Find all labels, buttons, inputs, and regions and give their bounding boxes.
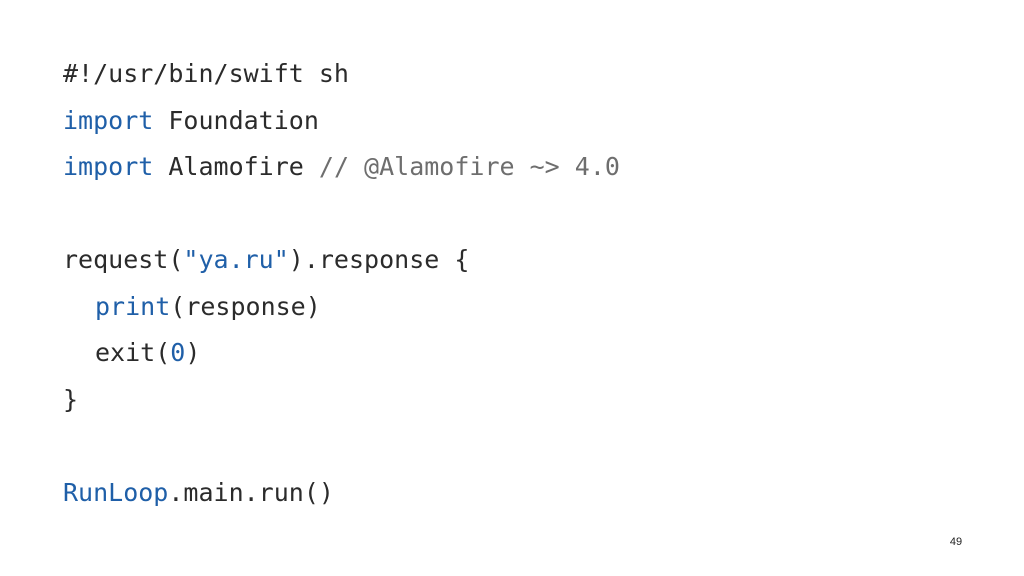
version-comment: // @Alamofire ~> 4.0	[318, 152, 620, 181]
request-call: request(	[63, 245, 184, 274]
module-alamofire: Alamofire	[153, 152, 319, 181]
code-line-import-foundation: import Foundation	[63, 101, 620, 148]
code-line-exit: exit(0)	[63, 333, 620, 380]
shebang-text: #!/usr/bin/swift sh	[63, 59, 349, 88]
import-keyword: import	[63, 105, 154, 135]
code-line-request: request("ya.ru").response {	[63, 240, 620, 287]
code-line-runloop: RunLoop.main.run()	[63, 473, 620, 520]
page-number: 49	[949, 536, 963, 548]
closing-brace: }	[63, 384, 79, 414]
code-line-shebang: #!/usr/bin/swift sh	[63, 54, 620, 101]
print-function: print	[95, 291, 171, 321]
code-line-blank	[63, 426, 620, 473]
code-line-blank	[63, 194, 620, 241]
exit-code-literal: 0	[170, 338, 186, 367]
code-line-close-brace: }	[63, 380, 620, 427]
code-line-import-alamofire: import Alamofire // @Alamofire ~> 4.0	[63, 147, 620, 194]
exit-close-paren: )	[185, 338, 201, 367]
runloop-type: RunLoop	[63, 477, 169, 507]
code-block: #!/usr/bin/swift sh import Foundation im…	[63, 54, 620, 519]
runloop-main-run: .main.run()	[168, 477, 334, 507]
exit-call: exit(	[95, 338, 171, 367]
print-arguments: (response)	[170, 291, 321, 321]
code-line-print: print(response)	[63, 287, 620, 334]
request-url-string: "ya.ru"	[183, 245, 289, 274]
module-foundation: Foundation	[153, 105, 319, 135]
request-response-chain: ).response {	[288, 245, 470, 274]
import-keyword: import	[63, 152, 154, 181]
